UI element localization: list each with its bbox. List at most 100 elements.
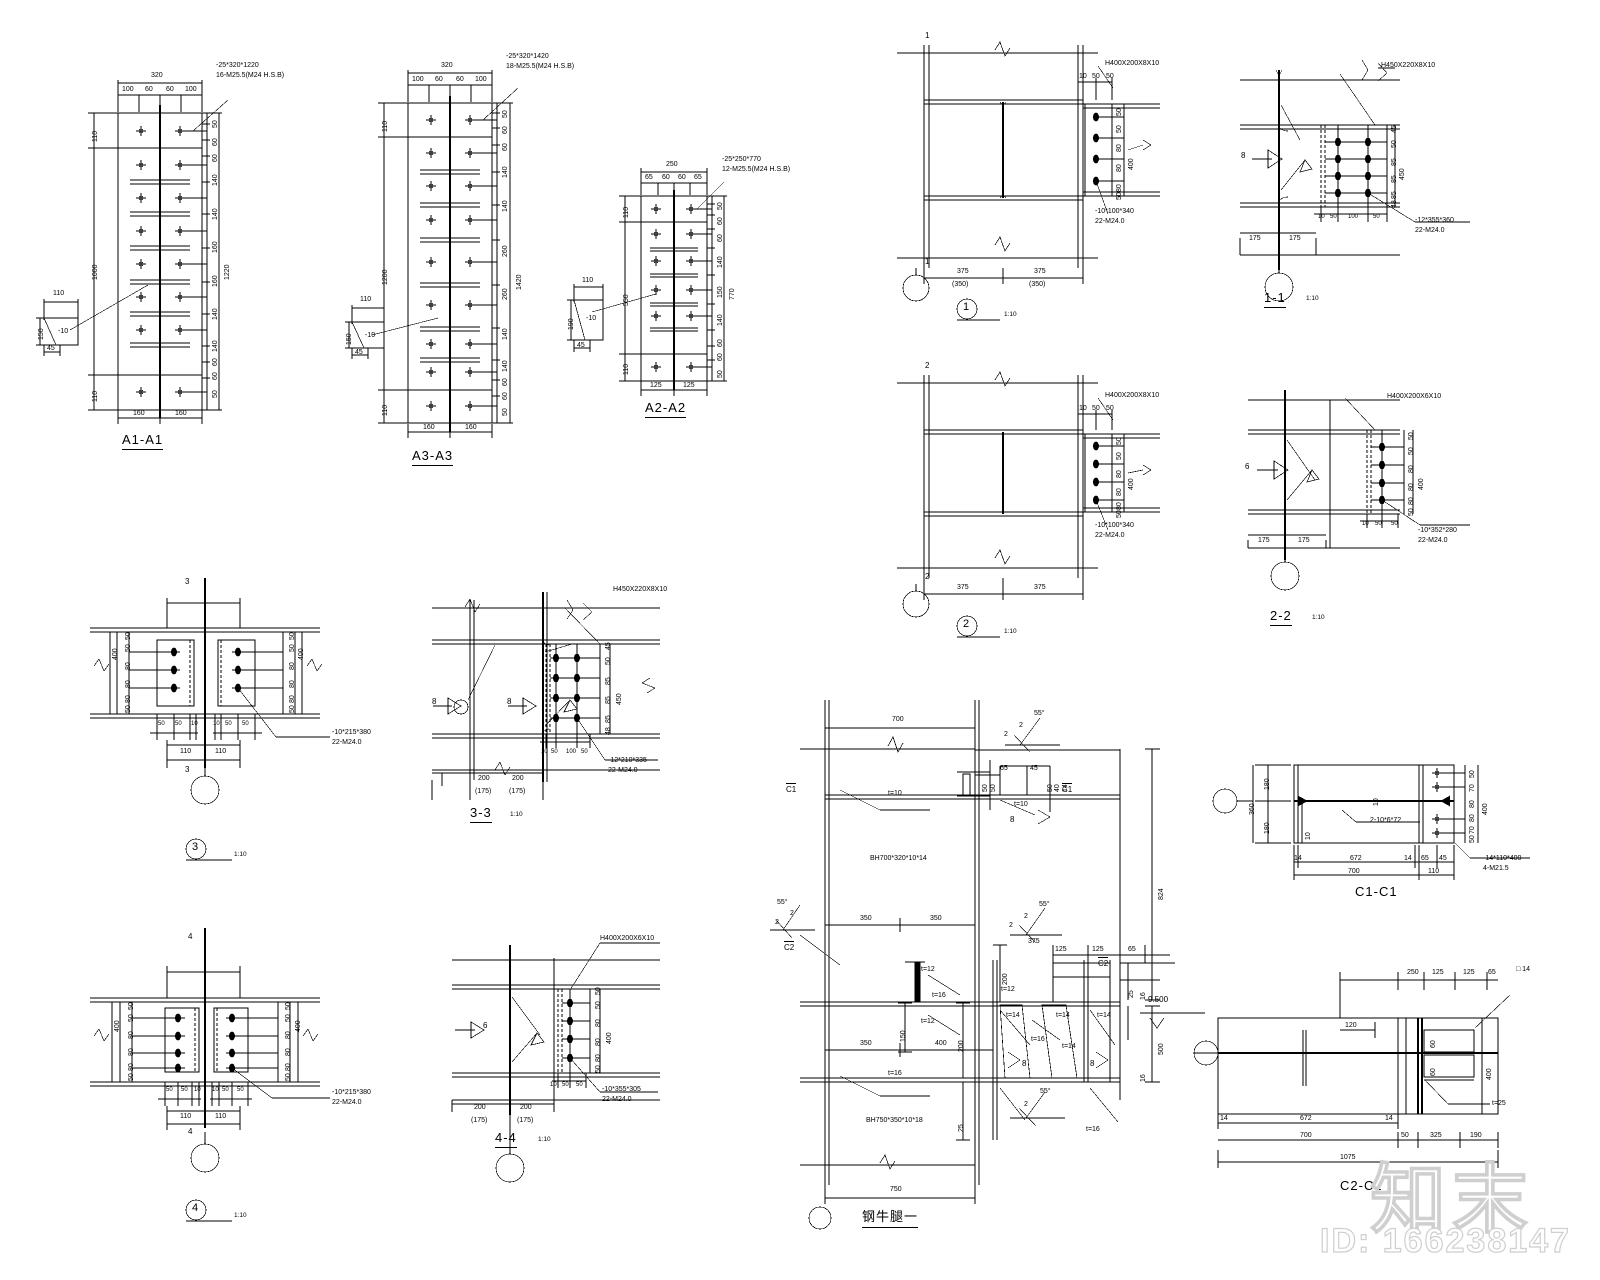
corbel-t16-a: t=16 xyxy=(932,992,946,999)
d4-vs-r2: 50 xyxy=(285,1014,292,1022)
view-detail-3 xyxy=(90,578,330,861)
d1-vs-1: 50 xyxy=(1116,108,1123,116)
c1-left-dim-1: 180 xyxy=(1264,778,1271,790)
d3-vs-r6: 50 xyxy=(289,705,296,713)
corbel-rs-3: 65 xyxy=(1128,946,1136,953)
corbel-weld-sym-a: 8 xyxy=(1022,1059,1027,1068)
c1-bot-total: 700 xyxy=(1348,868,1360,875)
corbel-200-a: 200 xyxy=(1002,973,1009,985)
d4-depth-left: 400 xyxy=(114,1020,121,1032)
a1-rs-1: 50 xyxy=(212,120,219,128)
view-section-1-1 xyxy=(1239,59,1470,302)
d2-vs-3: 80 xyxy=(1116,470,1123,478)
a1-weld-thick: -10 xyxy=(58,328,69,335)
a1-bot-dim-2: 160 xyxy=(175,410,187,417)
s33-span-1: 200 xyxy=(478,775,490,782)
corbel-bottom-width: 750 xyxy=(890,1186,902,1193)
d1-edge-2: 50 xyxy=(1092,73,1100,80)
a1-rs-3: 60 xyxy=(212,154,219,162)
a1-left-dim-1: 110 xyxy=(92,130,99,142)
s44-beam-note: H400X200X6X10 xyxy=(600,935,655,942)
s44-weld-symbol: 6 xyxy=(483,1021,488,1030)
corbel-t14-d: t=14 xyxy=(1062,1043,1076,1050)
s33-span-alt-1: (175) xyxy=(475,788,492,795)
d3-el-2: 50 xyxy=(175,721,182,727)
a3-weld-thick: -10 xyxy=(365,332,376,339)
s11-edge-3: 100 xyxy=(1348,214,1359,220)
a2-rs-4: 140 xyxy=(717,256,724,268)
d4-span-1: 110 xyxy=(180,1113,192,1120)
s33-scale: 1:10 xyxy=(510,811,523,818)
a3-rs-11: 60 xyxy=(502,392,509,400)
c2-bot-4: 50 xyxy=(1401,1132,1409,1139)
s11-scale: 1:10 xyxy=(1306,295,1319,302)
corbel-t14-c: t=14 xyxy=(1097,1012,1111,1019)
a2-rs-3: 60 xyxy=(717,234,724,242)
a1-bolt-note: 16-M25.5(M24 H.S.B) xyxy=(216,72,285,79)
d2-edge-1: 10 xyxy=(1079,405,1087,412)
d3-vs-l5: 80 xyxy=(125,695,132,703)
a1-rs-7: 160 xyxy=(212,275,219,287)
c1-bot-3: 14 xyxy=(1404,855,1412,862)
s44-vs-4: 80 xyxy=(595,1038,602,1046)
c1-end-2: 45 xyxy=(1439,855,1447,862)
d1-scale: 1:10 xyxy=(1004,311,1017,318)
c2-top-1: 250 xyxy=(1407,969,1419,976)
s33-vs-4: 85 xyxy=(605,696,612,704)
corbel-mid-split-1: 350 xyxy=(860,915,872,922)
view-section-4-4 xyxy=(451,942,660,1183)
d3-vs-l4: 80 xyxy=(125,680,132,688)
s22-view-title: 2-2 xyxy=(1270,608,1292,626)
corbel-25-dim: 25 xyxy=(1128,990,1135,998)
c1-flange-note: 2-10*6*72 xyxy=(1370,817,1402,824)
a2-top-dim-1: 65 xyxy=(645,174,653,181)
d2-view-title: 2 xyxy=(963,618,971,630)
corbel-weld-angle-4: 55° xyxy=(1040,1088,1051,1095)
d2-scale: 1:10 xyxy=(1004,628,1017,635)
d3-vs-l2: 50 xyxy=(125,644,132,652)
s11-vs-4: 85 xyxy=(1391,175,1398,183)
d4-vs-r4: 80 xyxy=(285,1048,292,1056)
c1-bolt-note: 4-M21.5 xyxy=(1483,865,1509,872)
s22-edge-2: 50 xyxy=(1375,521,1382,527)
d1-edge-3: 50 xyxy=(1106,73,1114,80)
corbel-member-lower: BH750*350*10*18 xyxy=(866,1117,923,1124)
c1-end-total: 110 xyxy=(1428,868,1440,875)
d3-vs-l6: 50 xyxy=(125,705,132,713)
d2-beam-note: H400X200X8X10 xyxy=(1105,392,1160,399)
a1-weld-bevel: 45 xyxy=(47,345,55,352)
s33-edge-1: 10 xyxy=(541,749,548,755)
s11-vs-2: 50 xyxy=(1391,140,1398,148)
s44-span-2: 200 xyxy=(520,1104,532,1111)
a3-left-dim-3: 110 xyxy=(382,404,389,416)
a1-view-title: A1-A1 xyxy=(122,432,164,450)
a2-left-dim-1: 110 xyxy=(623,206,630,218)
d1-edge-1: 10 xyxy=(1079,73,1087,80)
s44-span-1: 200 xyxy=(474,1104,486,1111)
a1-left-dim-2: 1000 xyxy=(92,264,99,280)
a3-plate-note: -25*320*1420 xyxy=(506,53,549,60)
s44-scale: 1:10 xyxy=(538,1136,551,1143)
a2-top-dim-3: 60 xyxy=(678,174,686,181)
c2-plate-note: □ 14 xyxy=(1516,966,1530,973)
a3-weld-width: 110 xyxy=(360,296,372,303)
d4-vs-l3: 80 xyxy=(128,1031,135,1039)
corbel-t16-c: t=16 xyxy=(1031,1036,1045,1043)
a2-weld-bevel: 45 xyxy=(577,342,585,349)
s33-edge-3: 100 xyxy=(566,749,577,755)
s11-plate-note: -12*355*360 xyxy=(1415,217,1454,224)
c1-rs-5: 70 xyxy=(1469,826,1476,834)
corbel-sd-50c: 50 xyxy=(1047,784,1054,792)
view-detail-1 xyxy=(897,41,1160,321)
s44-vs-5: 80 xyxy=(595,1054,602,1062)
a2-weld-height: 190 xyxy=(568,318,575,330)
d2-section-tag-top: 2 xyxy=(925,361,930,370)
d2-depth: 400 xyxy=(1128,478,1135,490)
s33-vs-2: 50 xyxy=(605,657,612,665)
a1-rs-11: 60 xyxy=(212,372,219,380)
s22-vs-2: 50 xyxy=(1408,447,1415,455)
corbel-t16-b: t=16 xyxy=(888,1070,902,1077)
a1-rs-2: 60 xyxy=(212,138,219,146)
a3-rs-6: 260 xyxy=(502,245,509,257)
a3-bolt-note: 18-M25.5(M24 H.S.B) xyxy=(506,63,575,70)
